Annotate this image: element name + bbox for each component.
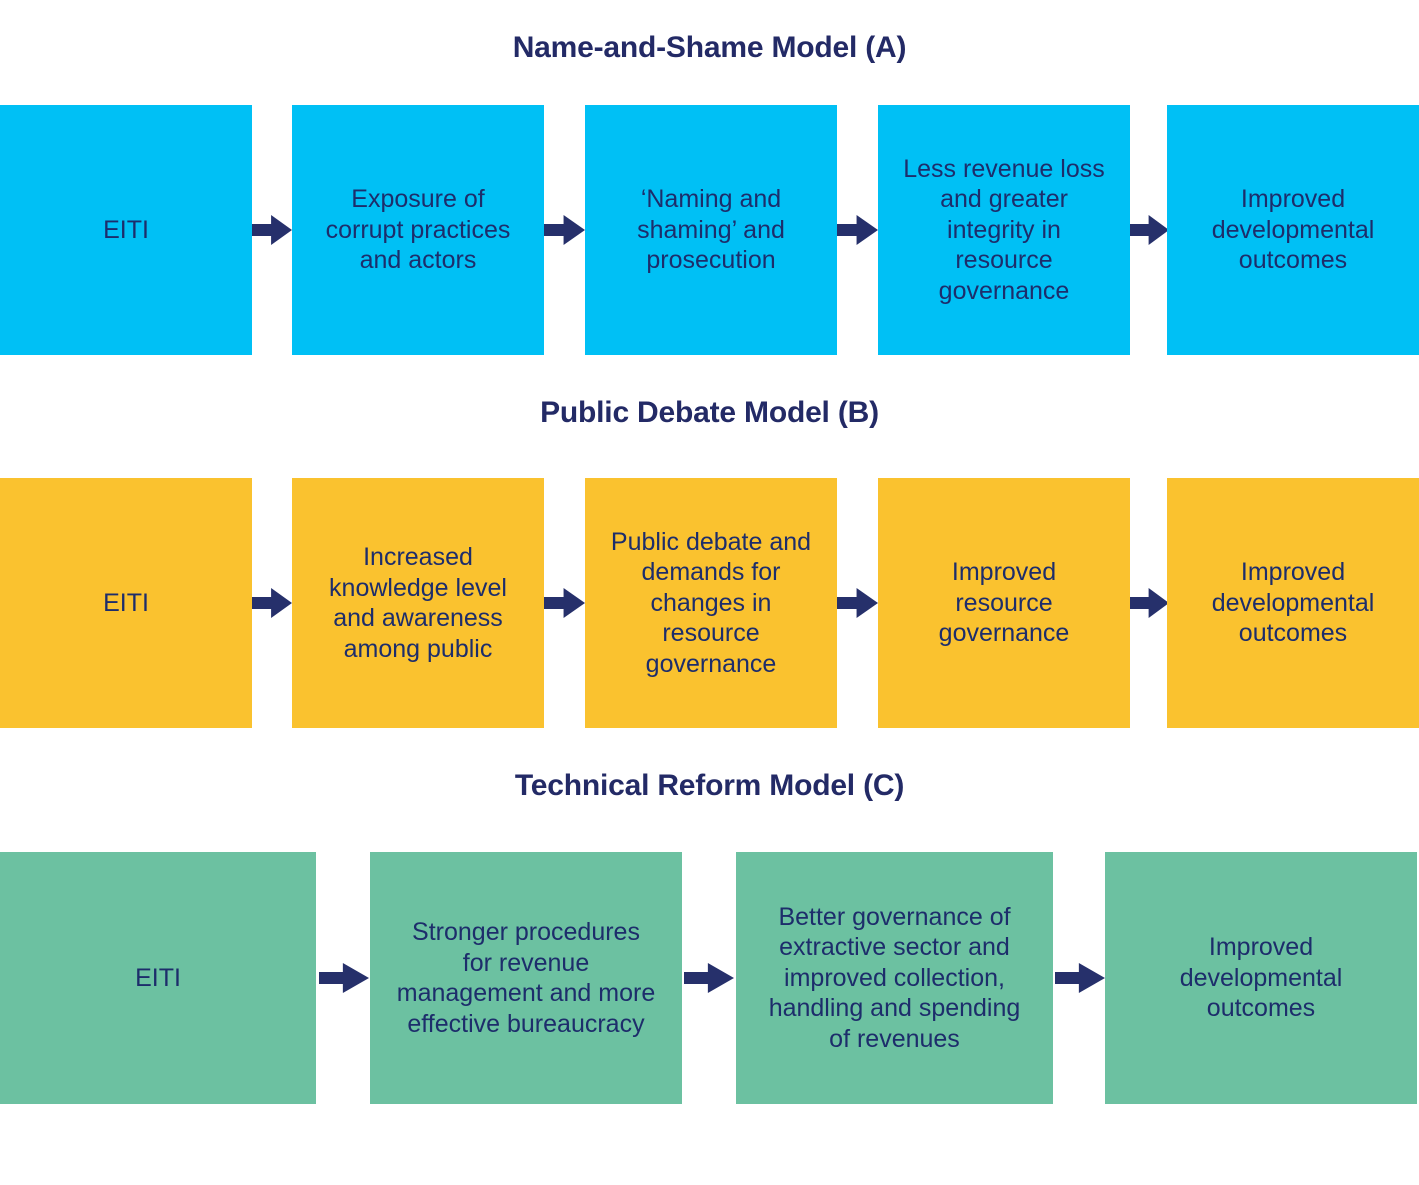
model-c-step-1-label: EITI (135, 963, 181, 992)
model-c-step-2-label: Stronger procedures for revenue manageme… (396, 918, 656, 1038)
model-a-step-2-label: Exposure of corrupt practices and actors (325, 185, 511, 275)
model-b-arrow-3 (837, 586, 878, 620)
model-a-step-1: EITI (0, 105, 252, 355)
model-b-step-5: Improved developmental outcomes (1167, 478, 1419, 728)
model-c-step-3-label: Better governance of extractive sector a… (768, 902, 1021, 1053)
model-c-flow-row: EITI Stronger procedures for revenue man… (0, 852, 1419, 1104)
model-a-step-5: Improved developmental outcomes (1167, 105, 1419, 355)
model-a-arrow-3 (837, 213, 878, 247)
model-c-step-2: Stronger procedures for revenue manageme… (370, 852, 682, 1104)
model-b-step-1-label: EITI (103, 588, 149, 617)
model-c-step-4: Improved developmental outcomes (1105, 852, 1417, 1104)
model-b-step-2: Increased knowledge level and awareness … (292, 478, 544, 728)
model-c-step-3: Better governance of extractive sector a… (736, 852, 1053, 1104)
model-a-step-1-label: EITI (103, 215, 149, 244)
model-b-arrow-4 (1130, 586, 1169, 620)
model-a-arrow-4 (1130, 213, 1169, 247)
model-b-step-3: Public debate and demands for changes in… (585, 478, 837, 728)
model-c-title: Technical Reform Model (C) (514, 769, 905, 802)
model-b-flow-row: EITI Increased knowledge level and aware… (0, 478, 1419, 728)
model-a-arrow-1 (252, 213, 292, 247)
model-b-step-3-label: Public debate and demands for changes in… (610, 527, 812, 678)
model-a-step-2: Exposure of corrupt practices and actors (292, 105, 544, 355)
model-c-arrow-3 (1055, 961, 1105, 995)
model-c-step-1: EITI (0, 852, 316, 1104)
model-a-step-3-label: ‘Naming and shaming’ and prosecution (637, 185, 785, 275)
model-a-step-4: Less revenue loss and greater integrity … (878, 105, 1130, 355)
model-a-step-4-label: Less revenue loss and greater integrity … (903, 154, 1105, 305)
model-c-arrow-1 (319, 961, 369, 995)
model-a-arrow-2 (544, 213, 585, 247)
model-c-arrow-2 (684, 961, 734, 995)
model-a-step-5-label: Improved developmental outcomes (1211, 185, 1375, 275)
model-c-step-4-label: Improved developmental outcomes (1179, 933, 1343, 1023)
model-b-step-1: EITI (0, 478, 252, 728)
model-b-title: Public Debate Model (B) (540, 396, 879, 429)
model-a-step-3: ‘Naming and shaming’ and prosecution (585, 105, 837, 355)
model-b-arrow-1 (252, 586, 292, 620)
model-b-step-4: Improved resource governance (878, 478, 1130, 728)
model-b-step-2-label: Increased knowledge level and awareness … (329, 543, 507, 663)
model-b-arrow-2 (544, 586, 585, 620)
model-a-flow-row: EITI Exposure of corrupt practices and a… (0, 105, 1419, 355)
model-b-step-4-label: Improved resource governance (938, 558, 1070, 648)
model-b-step-5-label: Improved developmental outcomes (1211, 558, 1375, 648)
model-a-title: Name-and-Shame Model (A) (512, 31, 907, 64)
